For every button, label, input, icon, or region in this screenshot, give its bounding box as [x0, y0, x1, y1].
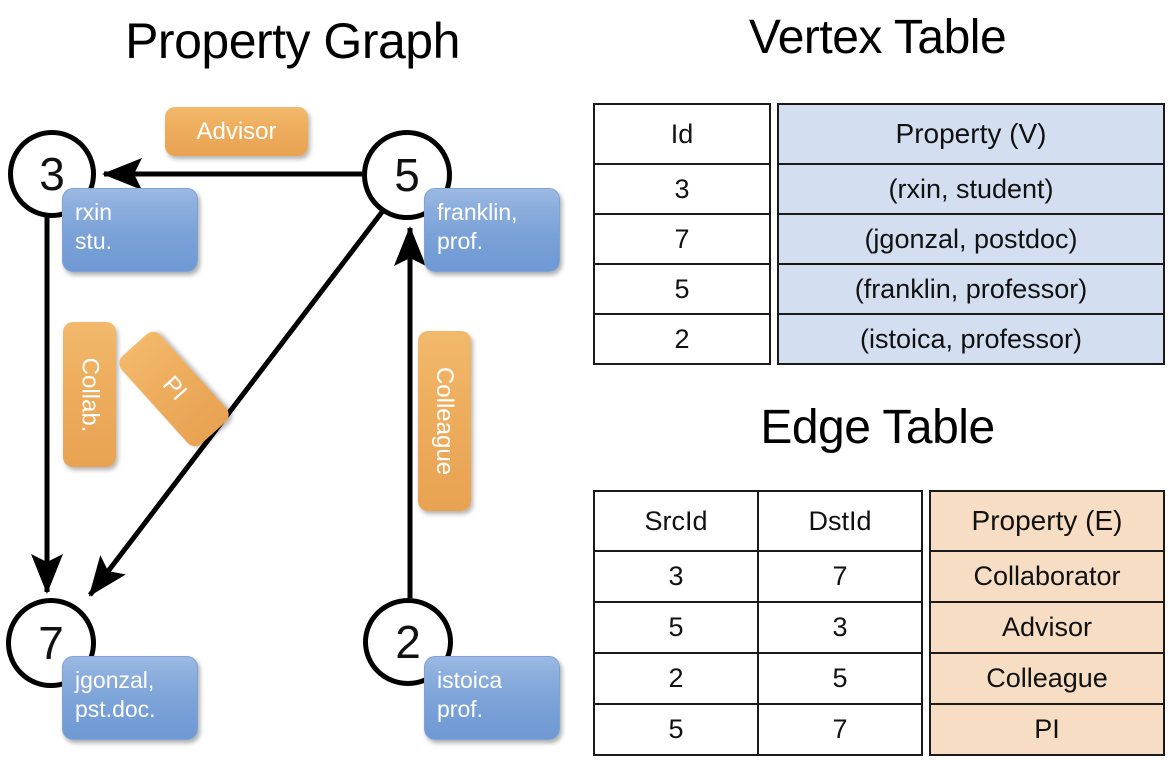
edge-label-pi-text: PI [156, 371, 192, 407]
page-title-property-graph: Property Graph [125, 13, 460, 69]
vertex-row-2-id: 5 [593, 263, 771, 315]
edge-row-3-property: PI [929, 703, 1165, 756]
node-property-box-2[interactable]: istoica prof. [424, 656, 560, 740]
vertex-table-property-column: Property (V) (rxin, student) (jgonzal, p… [777, 103, 1165, 365]
table-row[interactable]: (rxin, student) [777, 163, 1165, 215]
graph-node-2[interactable]: 2 [363, 598, 453, 686]
node-property-2-line2: prof. [437, 696, 484, 723]
table-header-row: Property (E) [929, 490, 1165, 552]
edge-row-1-dst: 3 [757, 601, 923, 654]
vertex-row-1-property: (jgonzal, postdoc) [777, 213, 1165, 265]
edge-row-1-property: Advisor [929, 601, 1165, 654]
edge-row-2-property: Colleague [929, 652, 1165, 705]
node-property-2-line1: istoica [437, 667, 503, 693]
table-header-row: SrcId DstId [593, 490, 923, 552]
edge-label-advisor[interactable]: Advisor [165, 107, 308, 156]
edge-table-header-srcid: SrcId [593, 490, 759, 552]
edge-table-id-columns: SrcId DstId 3 7 5 3 2 5 5 7 [593, 490, 923, 756]
edge-row-3-dst: 7 [757, 703, 923, 756]
graph-node-5[interactable]: 5 [362, 130, 452, 220]
vertex-table-header-id: Id [593, 103, 771, 165]
table-row[interactable]: 2 [593, 313, 771, 365]
node-property-box-3[interactable]: rxin stu. [62, 188, 198, 272]
table-row[interactable]: Collaborator [929, 550, 1165, 603]
edge-row-2-dst: 5 [757, 652, 923, 705]
table-row[interactable]: 3 [593, 163, 771, 215]
property-graph-diagram: 3 5 7 2 rxin stu. franklin, prof. jgonza… [6, 107, 560, 740]
node-property-5-line1: franklin, [437, 199, 518, 225]
page-title-vertex-table: Vertex Table [748, 11, 1007, 64]
edge-label-collab-text: Collab. [76, 357, 104, 432]
table-row[interactable]: 2 5 [593, 652, 923, 705]
table-row[interactable]: PI [929, 703, 1165, 756]
vertex-row-3-id: 2 [593, 313, 771, 365]
table-header-row: Property (V) [777, 103, 1165, 165]
vertex-row-0-id: 3 [593, 163, 771, 215]
table-row[interactable]: Advisor [929, 601, 1165, 654]
vertex-table-id-column: Id 3 7 5 2 [593, 103, 771, 365]
node-property-5-line2: prof. [437, 228, 484, 255]
edge-table-property-column: Property (E) Collaborator Advisor Collea… [929, 490, 1165, 756]
graph-edges-svg [31, 158, 426, 598]
vertex-row-1-id: 7 [593, 213, 771, 265]
edge-label-collab[interactable]: Collab. [63, 322, 116, 467]
edge-row-0-src: 3 [593, 550, 759, 603]
table-header-row: Id [593, 103, 771, 165]
table-row[interactable]: Colleague [929, 652, 1165, 705]
node-property-3-line1: rxin [75, 199, 113, 225]
table-row[interactable]: 3 7 [593, 550, 923, 603]
table-row[interactable]: (franklin, professor) [777, 263, 1165, 315]
edge-5-to-7 [88, 210, 384, 597]
edge-row-0-dst: 7 [757, 550, 923, 603]
edge-label-colleague[interactable]: Colleague [418, 331, 471, 511]
edge-row-3-src: 5 [593, 703, 759, 756]
node-property-7-line2: pst.doc. [75, 696, 156, 723]
edge-label-advisor-text: Advisor [196, 117, 277, 145]
page-title-edge-table: Edge Table [760, 401, 995, 454]
edge-table-header-dstid: DstId [757, 490, 923, 552]
node-property-3-line2: stu. [75, 228, 113, 255]
edge-row-0-property: Collaborator [929, 550, 1165, 603]
vertex-table-header-property: Property (V) [777, 103, 1165, 165]
table-row[interactable]: 5 [593, 263, 771, 315]
edge-label-colleague-text: Colleague [431, 366, 459, 476]
edge-table-header-property: Property (E) [929, 490, 1165, 552]
node-property-box-5[interactable]: franklin, prof. [424, 188, 560, 272]
vertex-row-0-property: (rxin, student) [777, 163, 1165, 215]
node-property-box-7[interactable]: jgonzal, pst.doc. [62, 656, 198, 740]
vertex-row-3-property: (istoica, professor) [777, 313, 1165, 365]
vertex-row-2-property: (franklin, professor) [777, 263, 1165, 315]
table-row[interactable]: 5 3 [593, 601, 923, 654]
edge-row-2-src: 2 [593, 652, 759, 705]
table-row[interactable]: (istoica, professor) [777, 313, 1165, 365]
table-row[interactable]: (jgonzal, postdoc) [777, 213, 1165, 265]
table-row[interactable]: 5 7 [593, 703, 923, 756]
edge-row-1-src: 5 [593, 601, 759, 654]
node-property-7-line1: jgonzal, [75, 667, 155, 693]
table-row[interactable]: 7 [593, 213, 771, 265]
